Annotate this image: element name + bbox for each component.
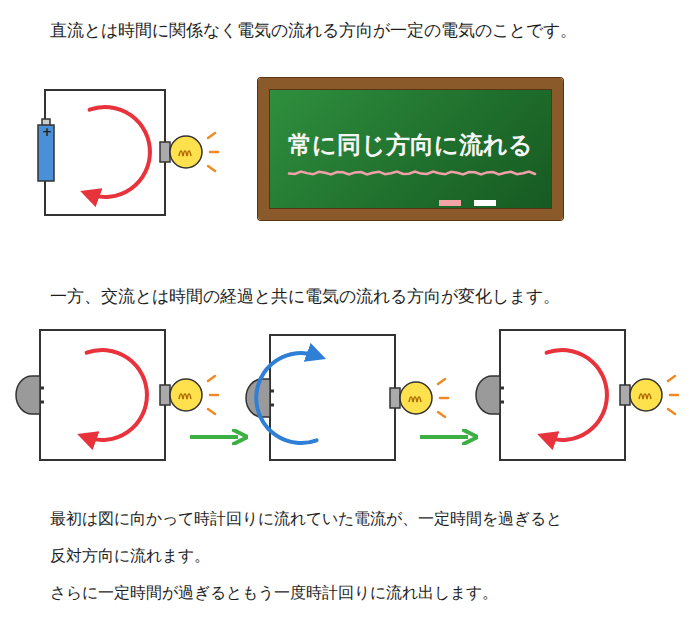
bulb-symbol bbox=[390, 379, 448, 417]
explanation-text: さらに一定時間が過ぎるともう一度時計回りに流れ出します。 bbox=[50, 582, 498, 604]
wire bbox=[45, 90, 165, 215]
ac-circuit bbox=[476, 330, 678, 460]
dc-circuit bbox=[38, 90, 218, 215]
explanation-text: 一方、交流とは時間の経過と共に電気の流れる方向が変化します。 bbox=[50, 284, 560, 308]
explanation-text: 直流とは時間に関係なく電気の流れる方向が一定の電気のことです。 bbox=[50, 18, 577, 42]
battery-symbol bbox=[38, 125, 54, 181]
explanation-text: 反対方向に流れます。 bbox=[50, 545, 210, 567]
ac-circuit bbox=[16, 330, 218, 460]
current-arrow bbox=[90, 107, 150, 197]
explanation-text: 最初は図に向かって時計回りに流れていた電流が、一定時間を過ぎると bbox=[50, 508, 562, 530]
wire bbox=[500, 330, 625, 460]
plug-symbol bbox=[16, 376, 44, 414]
time-arrow bbox=[190, 435, 238, 439]
wire bbox=[40, 330, 165, 460]
current-arrow bbox=[547, 350, 607, 440]
bulb-symbol bbox=[160, 376, 218, 414]
current-arrow bbox=[87, 350, 147, 440]
polarity-mark: + bbox=[42, 126, 52, 138]
chalk-text: 常に同じ方向に流れる bbox=[288, 130, 533, 161]
time-arrow bbox=[420, 435, 468, 439]
current-arrow bbox=[256, 353, 316, 443]
chalkboard: 常に同じ方向に流れる bbox=[258, 78, 563, 220]
bulb-symbol bbox=[620, 376, 678, 414]
chalk-piece bbox=[474, 200, 496, 206]
bulb-symbol bbox=[160, 133, 218, 171]
plug-symbol bbox=[476, 376, 504, 414]
ac-circuit bbox=[246, 335, 448, 460]
chalk-piece bbox=[439, 200, 461, 206]
chalk-underline bbox=[289, 172, 535, 175]
